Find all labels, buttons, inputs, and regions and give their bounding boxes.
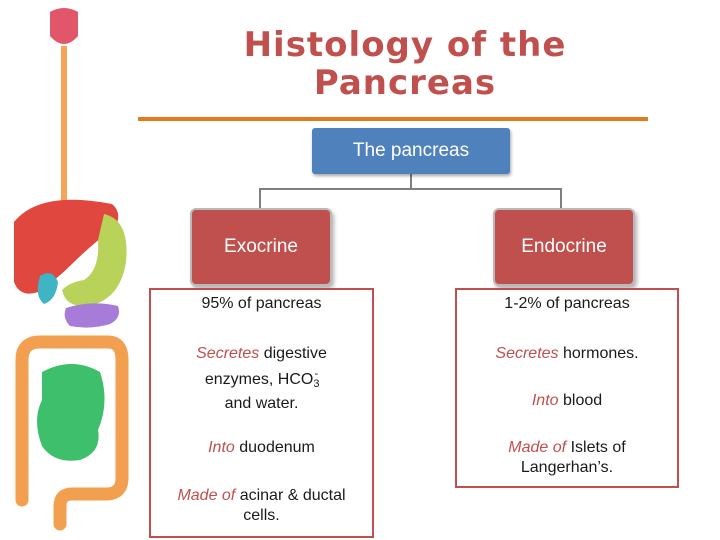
- root-node: The pancreas: [312, 128, 510, 174]
- endocrine-into-keyword: Into: [531, 392, 559, 409]
- endocrine-made-of: Made of Islets of Langerhan’s.: [508, 439, 626, 476]
- connector-right-drop: [560, 188, 562, 208]
- endocrine-label: Endocrine: [521, 236, 607, 257]
- exocrine-secretes: Secretes digestive enzymes, HCO3- and wa…: [196, 345, 327, 412]
- connector-left-drop: [259, 188, 261, 208]
- endocrine-made-keyword: Made of: [508, 439, 567, 456]
- root-node-label: The pancreas: [352, 140, 470, 161]
- title-line-2: Pancreas: [313, 63, 497, 103]
- endocrine-node: Endocrine: [493, 208, 635, 286]
- exocrine-made-of: Made of acinar & ductal cells.: [177, 487, 346, 524]
- digestive-system-icon: [14, 8, 129, 531]
- endocrine-secretes-keyword: Secretes: [495, 345, 559, 362]
- exocrine-panel: 95% of pancreas Secretes digestive enzym…: [149, 288, 374, 538]
- endocrine-into: Into blood: [531, 392, 603, 409]
- exocrine-into-keyword: Into: [208, 439, 235, 456]
- exocrine-node: Exocrine: [190, 208, 332, 286]
- exocrine-secretes-keyword: Secretes: [196, 345, 260, 362]
- endocrine-secretes: Secretes hormones.: [495, 345, 639, 362]
- connector-stem: [410, 174, 412, 189]
- exocrine-percent: 95% of pancreas: [201, 295, 322, 312]
- endocrine-panel: 1-2% of pancreas Secretes hormones. Into…: [455, 288, 679, 488]
- exocrine-label: Exocrine: [224, 236, 298, 257]
- endocrine-percent: 1-2% of pancreas: [504, 295, 630, 312]
- connector-horizontal: [259, 188, 562, 190]
- title-underline: [138, 117, 648, 121]
- title-line-1: Histology of the: [243, 25, 567, 65]
- page-title: Histology of the Pancreas: [200, 26, 610, 102]
- exocrine-made-keyword: Made of: [177, 487, 236, 504]
- exocrine-into: Into duodenum: [208, 439, 315, 456]
